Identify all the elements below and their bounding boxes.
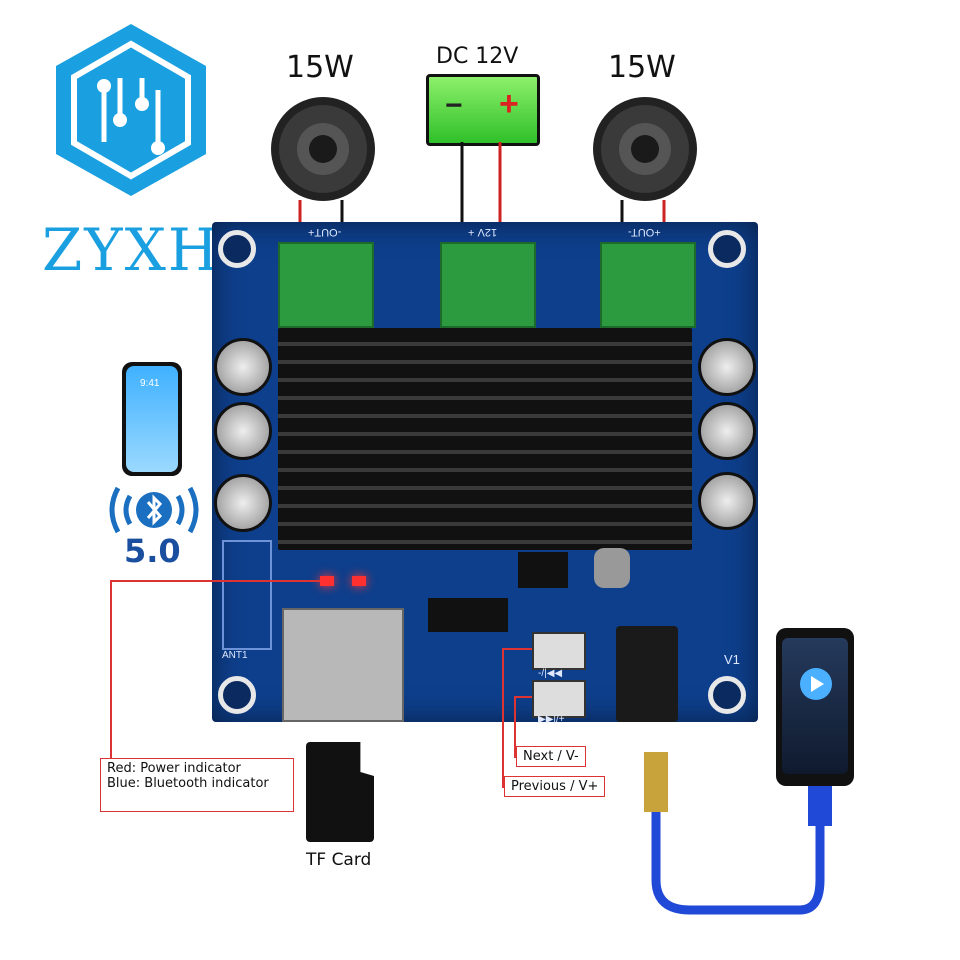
- previous-callout: Previous / V+: [504, 776, 606, 797]
- battery-icon: − +: [426, 74, 540, 146]
- tf-card-slot: [282, 608, 404, 722]
- left-speaker-label: 15W: [286, 50, 354, 85]
- left-speaker-icon: [271, 97, 375, 201]
- phone-time: 9:41: [140, 378, 160, 389]
- amplifier-board: -OUT+ 12V + +OUT- ANT1 -/|◀◀ ▶▶|/+ V1: [212, 222, 758, 725]
- antenna-trace: [222, 540, 272, 650]
- mount-hole: [218, 230, 256, 268]
- indicator-blue-text: Blue: Bluetooth indicator: [107, 776, 269, 791]
- bluetooth-icon: [109, 486, 199, 534]
- capacitor: [698, 338, 756, 396]
- terminal-power: [440, 242, 536, 328]
- next-button[interactable]: [532, 632, 586, 670]
- capacitor: [214, 474, 272, 532]
- terminal-left: [278, 242, 374, 328]
- silk-version: V1: [724, 652, 740, 667]
- chip: [428, 598, 508, 632]
- phone-icon: 9:41: [122, 362, 182, 476]
- battery-minus: −: [445, 89, 463, 122]
- battery-plus: +: [499, 85, 519, 123]
- callout-line: [110, 580, 112, 758]
- crystal: [594, 548, 630, 588]
- play-icon: [800, 668, 832, 700]
- indicator-callout: Red: Power indicator Blue: Bluetooth ind…: [100, 758, 294, 812]
- silk-previous: ▶▶|/+: [538, 714, 565, 725]
- power-led: [320, 576, 334, 586]
- terminal-right: [600, 242, 696, 328]
- mount-hole: [218, 676, 256, 714]
- silk-antenna: ANT1: [222, 650, 248, 661]
- callout-line: [514, 696, 532, 698]
- callout-line: [514, 696, 516, 758]
- right-speaker-icon: [593, 97, 697, 201]
- capacitor: [214, 402, 272, 460]
- next-callout: Next / V-: [516, 746, 586, 767]
- mount-hole: [708, 676, 746, 714]
- capacitor: [698, 402, 756, 460]
- callout-line: [502, 648, 532, 650]
- brand-logo: ZYXH: [40, 20, 220, 284]
- player-screen: [782, 638, 848, 774]
- callout-line: [502, 648, 504, 788]
- music-player-phone: [776, 628, 854, 786]
- brand-name: ZYXH: [42, 216, 221, 284]
- tf-card-label: TF Card: [306, 850, 372, 870]
- callout-line: [110, 580, 320, 582]
- bluetooth-led: [352, 576, 366, 586]
- heatsink: [278, 328, 692, 550]
- hexagon-circuit-icon: [56, 24, 206, 196]
- mount-hole: [708, 230, 746, 268]
- silk-next: -/|◀◀: [538, 668, 563, 679]
- power-label: DC 12V: [436, 44, 519, 69]
- indicator-red-text: Red: Power indicator: [107, 761, 241, 776]
- right-speaker-label: 15W: [608, 50, 676, 85]
- phone-screen: [126, 366, 178, 472]
- aux-jack[interactable]: [616, 626, 678, 722]
- chip: [518, 552, 568, 588]
- bluetooth-version: 5.0: [124, 532, 181, 570]
- capacitor: [698, 472, 756, 530]
- previous-button[interactable]: [532, 680, 586, 718]
- capacitor: [214, 338, 272, 396]
